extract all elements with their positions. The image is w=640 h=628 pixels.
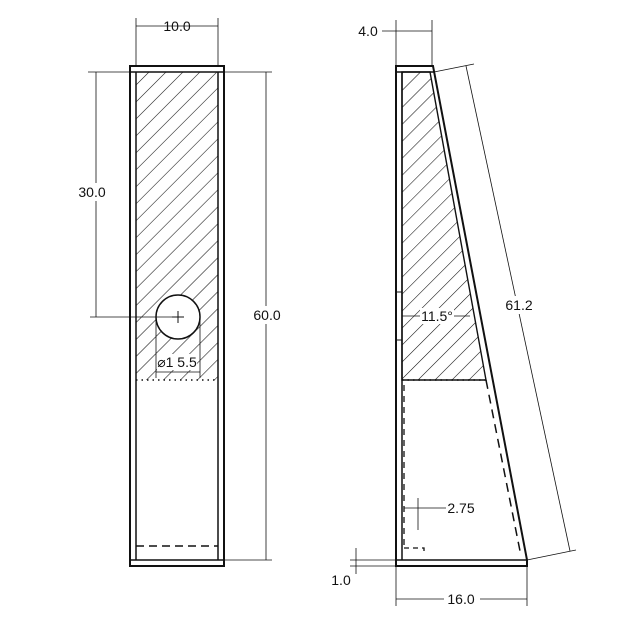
side-hatched-region xyxy=(401,71,487,381)
slant-label-bg xyxy=(502,296,536,314)
base-thickness-label: 1.0 xyxy=(331,572,351,588)
slant-length-label: 61.2 xyxy=(505,297,532,313)
front-view: 10.0 30.0 60.0 ⌀1 5.5 xyxy=(76,18,284,567)
front-total-height-label: 60.0 xyxy=(253,307,280,323)
side-hidden-lip xyxy=(404,547,425,554)
side-view: 4.0 11.5° 61.2 2.75 1.0 16.0 xyxy=(331,20,577,607)
angle-label: 11.5° xyxy=(421,308,453,324)
base-width-label: 16.0 xyxy=(447,591,474,607)
inner-offset-label: 2.75 xyxy=(447,500,474,516)
angle-label-bg xyxy=(420,308,454,324)
front-outer-frame xyxy=(129,65,225,567)
slant-ext-top xyxy=(433,63,475,73)
side-outer-profile xyxy=(395,65,528,567)
hole-label-bg xyxy=(157,354,197,370)
hole-diameter-label: ⌀1 5.5 xyxy=(157,354,197,370)
side-top-label-bg xyxy=(354,22,382,40)
front-upper-height-label: 30.0 xyxy=(78,184,105,200)
slant-ext-bottom xyxy=(526,549,577,561)
front-total-label-bg xyxy=(250,306,284,324)
front-upper-label-bg xyxy=(76,183,116,201)
side-hidden-slope xyxy=(485,379,522,557)
side-top-thickness-label: 4.0 xyxy=(358,23,378,39)
base-width-label-bg xyxy=(444,591,480,607)
front-width-label: 10.0 xyxy=(163,18,190,34)
